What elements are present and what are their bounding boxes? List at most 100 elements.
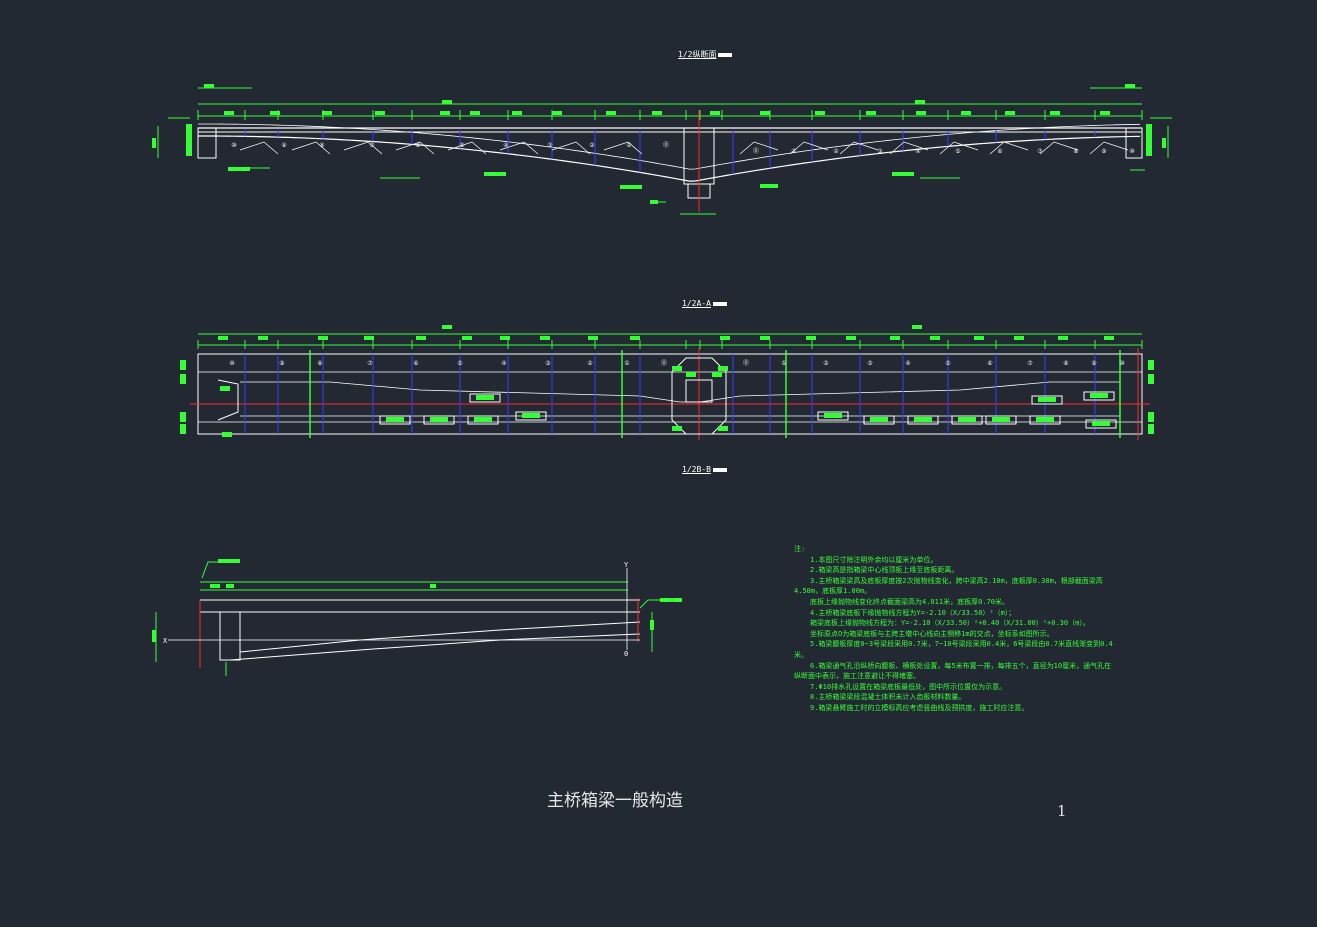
note-line: 3.主桥箱梁梁高及底板厚度按2次抛物线变化，跨中梁高2.10m，底板厚0.30m… xyxy=(810,576,1103,585)
note-line: 2.箱梁高是指箱梁中心线顶板上缘至底板距离。 xyxy=(810,566,959,575)
anchor-block xyxy=(1029,415,1061,425)
dimension-tag xyxy=(386,417,404,422)
dimension-tag xyxy=(552,111,562,115)
dimension-tag xyxy=(228,167,250,171)
notes-lines: 1.本图尺寸除注明外余均以厘米为单位。 2.箱梁高是指箱梁中心线顶板上缘至底板距离… xyxy=(794,555,1164,714)
bottom-slab-upper xyxy=(239,621,641,653)
dimension-tag xyxy=(588,336,598,340)
dimension-tag xyxy=(1125,84,1135,88)
view-label-section-aa: 1/2A-A xyxy=(682,299,727,308)
dimension-tag xyxy=(1148,424,1154,434)
segment-labels: ⑩⑩⑨⑨⑧⑧⑦⑦⑥⑥⑤⑤④④③③②②①①⓪⓪⓪⓪①①②②③③④④⑤⑤⑥⑥⑦⑦⑧⑧… xyxy=(229,141,1134,367)
dimension-tag xyxy=(870,417,888,422)
segment-label: ⑤ xyxy=(945,360,950,367)
dimension-tag xyxy=(476,395,494,400)
anchor-block xyxy=(907,415,939,425)
dimension-tag xyxy=(892,172,914,176)
dimension-tag xyxy=(474,417,492,422)
page-number: 1 xyxy=(1057,802,1067,820)
tendon-detail xyxy=(395,141,435,155)
anchor-block xyxy=(1031,395,1063,405)
dimension-tag xyxy=(1104,336,1114,340)
segment-label: ⑦ xyxy=(369,142,375,149)
dimension-tag xyxy=(1058,336,1068,340)
segment-label: ⑤ xyxy=(459,142,464,149)
segment-label: ⑥ xyxy=(997,148,1002,155)
dimension-tag xyxy=(961,111,971,115)
segment-label: ⑤ xyxy=(457,360,462,367)
segment-label: ⑨ xyxy=(1091,360,1096,367)
dimension-tag xyxy=(760,184,778,188)
dimension-tag xyxy=(218,336,228,340)
dimension-tag xyxy=(470,111,480,115)
dimension-tag xyxy=(218,559,240,563)
dimension-tag xyxy=(650,620,654,630)
view-label-longitudinal: 1/2纵断面 xyxy=(678,49,733,60)
dimension-tag xyxy=(1162,138,1166,148)
dimension-tag xyxy=(222,432,232,437)
segment-label: ⑧ xyxy=(1073,148,1078,155)
dimension-tag xyxy=(915,100,925,104)
segment-label: ③ xyxy=(867,360,872,367)
note-line: 8.主桥箱梁梁段混凝土体积未计入齿板材料数量。 xyxy=(810,693,966,702)
dimension-tag xyxy=(916,111,926,115)
origin-label: 0 xyxy=(624,650,628,658)
note-line: 9.箱梁悬臂施工时的立模标高应考虑竖曲线及预拱度，施工时应注意。 xyxy=(810,703,1029,712)
dimension-tag xyxy=(846,336,856,340)
leader xyxy=(639,599,660,609)
dimension-tag xyxy=(180,412,186,422)
segment-label: ⑧ xyxy=(1063,360,1068,367)
segment-label: ⓪ xyxy=(743,359,749,367)
anchor-block xyxy=(1085,419,1117,429)
note-line: 4.50m，底板厚1.00m。 xyxy=(794,587,872,596)
tendon-detail xyxy=(1089,141,1129,155)
dimension-tag xyxy=(815,111,825,115)
segment-label: ⑨ xyxy=(281,142,286,149)
segment-label: ③ xyxy=(547,142,552,149)
tendon-detail xyxy=(839,141,879,155)
dimension-tag xyxy=(890,336,900,340)
segment-label: ② xyxy=(823,360,829,367)
tendon-detail xyxy=(447,141,487,155)
drawing-title: 主桥箱梁一般构造 xyxy=(547,791,683,811)
segment-label: ⓪ xyxy=(661,359,667,367)
segment-label: ② xyxy=(589,142,595,149)
dimension-tag xyxy=(180,360,186,370)
end-diaphragm xyxy=(197,127,217,159)
anchor-block xyxy=(863,415,895,425)
dimension-tag xyxy=(1148,374,1154,384)
dimension-tag xyxy=(1014,336,1024,340)
tendon-detail xyxy=(939,141,979,155)
dimension-tag xyxy=(806,336,816,340)
segment-label: ② xyxy=(833,148,839,155)
note-line: 箱梁底板上缘抛物线方程为：Y=-2.10（X/33.50）²+0.40（X/31… xyxy=(810,619,1090,628)
dimension-tag xyxy=(930,336,940,340)
note-line: 6.箱梁通气孔沿纵桥向腹板、横板处设置，每5米布置一排，每排五个，直径为10厘米… xyxy=(810,661,1112,670)
dimension-tag xyxy=(650,200,658,204)
dimension-tag xyxy=(152,138,156,148)
anchor-block xyxy=(469,393,501,403)
dimension-tag xyxy=(958,417,976,422)
tendon-detail xyxy=(291,141,331,155)
dimension-tag xyxy=(718,426,728,431)
anchor-block xyxy=(951,415,983,425)
dimension-tag xyxy=(440,111,450,115)
dimension-tag xyxy=(1092,421,1110,426)
anchor-block xyxy=(467,415,499,425)
segment-label: ⑩ xyxy=(1119,360,1124,367)
longitudinal-elevation xyxy=(152,84,1172,215)
dimension-tag xyxy=(364,336,374,340)
dimension-tag xyxy=(710,111,720,115)
dimension-tag xyxy=(824,413,842,418)
dimension-tag xyxy=(540,336,550,340)
dimension-tag xyxy=(686,372,696,377)
segment-label: ⑤ xyxy=(955,148,960,155)
dimension-tag xyxy=(442,100,452,104)
note-line: 1.本图尺寸除注明外余均以厘米为单位。 xyxy=(810,555,938,564)
pier-opening xyxy=(685,379,713,403)
dimension-tag xyxy=(718,366,728,371)
dimension-tag xyxy=(204,84,214,88)
dimension-tag xyxy=(442,325,452,329)
segment-label: ⑦ xyxy=(367,360,373,367)
segment-label: ⑦ xyxy=(1037,148,1043,155)
